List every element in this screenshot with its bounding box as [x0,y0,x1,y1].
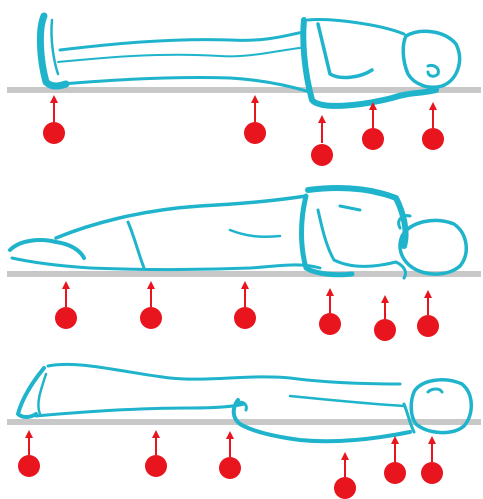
pressure-marker [362,102,384,150]
pressure-marker [319,288,341,335]
panel-2 [7,188,481,341]
pressure-marker [374,295,396,341]
pressure-marker [18,430,40,477]
pressure-marker [244,95,266,144]
body-figure-supine [18,364,471,441]
pressure-marker [417,290,439,337]
pressure-marker [145,430,167,477]
pressure-marker [422,102,444,150]
pressure-marker [43,95,65,144]
panel-3 [7,364,481,499]
pressure-markers [18,430,443,499]
pressure-marker [334,452,356,499]
mattress-line [7,271,481,277]
body-figure-side [10,188,466,278]
pressure-marker [140,281,162,329]
pressure-marker [234,281,256,329]
pressure-marker [55,281,77,329]
panel-1 [7,16,481,166]
pressure-markers [55,281,439,341]
pressure-marker [384,436,406,484]
pressure-markers [43,95,444,166]
pressure-marker [311,115,333,166]
pressure-marker [421,436,443,484]
pressure-marker [219,431,241,479]
